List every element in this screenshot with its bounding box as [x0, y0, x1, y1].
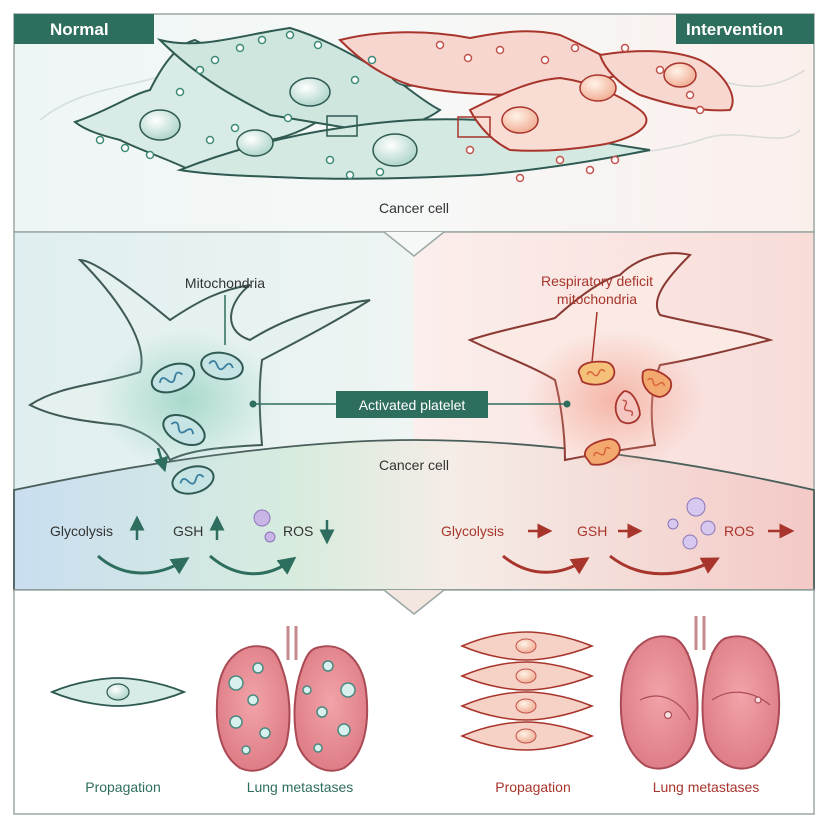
spindle-cell	[460, 721, 595, 751]
nucleus	[289, 77, 331, 107]
deficit-label-line2: mitochondria	[557, 291, 637, 307]
ros-bubble	[667, 518, 679, 530]
middle-panel: Mitochondria Respiratory defic	[13, 231, 815, 591]
nucleus	[372, 133, 418, 167]
nucleus	[663, 62, 697, 88]
intervention-ros-label: ROS	[724, 523, 754, 539]
activated-platelet-tag	[336, 391, 488, 418]
mitochondrion	[200, 351, 244, 381]
nucleus	[139, 109, 181, 141]
metastasis-nodules	[228, 660, 356, 755]
normal-glycolysis-label: Glycolysis	[50, 523, 113, 539]
intervention-tag	[676, 14, 814, 44]
intervention-tag-label: Intervention	[686, 20, 783, 39]
top-panel: Normal Intervention Cancer cell	[13, 13, 815, 233]
normal-mitochondria	[150, 351, 244, 495]
residual-nodules	[663, 696, 762, 720]
ros-bubble	[682, 534, 698, 550]
ros-bubble	[264, 531, 276, 543]
mitochondrion	[162, 413, 206, 447]
left-lung-lobe	[215, 645, 291, 772]
lung-fissure	[639, 695, 691, 721]
deficit-label-line1: Respiratory deficit	[541, 273, 653, 289]
deficient-mitochondrion	[577, 360, 616, 386]
panel-pointer	[383, 231, 445, 257]
pathway-curve-4	[609, 554, 720, 576]
top-caption: Cancer cell	[379, 200, 449, 216]
pathway-curve-1	[97, 554, 190, 575]
spindle-cell	[460, 691, 595, 721]
platelets-normal	[95, 30, 385, 180]
normal-pathway: Glycolysis GSH ROS	[50, 509, 335, 576]
panel-pointer	[383, 589, 445, 615]
deficient-mitochondrion	[641, 368, 673, 398]
normal-propagation-cell	[49, 677, 187, 707]
mitochondria-label: Mitochondria	[185, 275, 265, 291]
normal-ros-label: ROS	[283, 523, 313, 539]
right-lung-lobe	[701, 635, 781, 770]
normal-tag-label: Normal	[50, 20, 109, 39]
intervention-lung	[619, 616, 781, 770]
intervention-propagation-cells	[460, 631, 595, 751]
intervention-gsh-label: GSH	[577, 523, 607, 539]
activated-platelet-label: Activated platelet	[359, 397, 466, 413]
normal-tag	[14, 14, 154, 44]
nucleus	[501, 106, 539, 134]
normal-cell-2	[156, 26, 442, 132]
normal-lung	[215, 626, 369, 772]
pathway-curve-2	[209, 554, 297, 576]
connector-dot-left	[249, 400, 257, 408]
platelets-intervention	[435, 40, 705, 183]
mitochondrion	[171, 465, 215, 495]
inset-box-intervention	[457, 116, 491, 138]
ros-bubble	[253, 509, 271, 527]
intervention-platelet-glow	[525, 330, 705, 470]
ros-bubble	[700, 520, 716, 536]
intervention-glycolysis-label: Glycolysis	[441, 523, 504, 539]
deficient-mitochondrion	[584, 438, 621, 466]
intervention-pathway: Glycolysis GSH ROS	[441, 497, 795, 576]
intervention-propagation-label: Propagation	[495, 779, 571, 795]
nucleus	[236, 129, 274, 157]
deficient-mitochondrion	[614, 390, 641, 425]
lung-fissure	[711, 691, 771, 706]
pathway-curve-3	[502, 554, 590, 575]
normal-propagation-label: Propagation	[85, 779, 161, 795]
connector-dot-right	[563, 400, 571, 408]
spindle-cell	[460, 631, 595, 661]
deficient-mitochondria	[577, 360, 673, 466]
mito-transfer-arrow	[153, 447, 169, 473]
intervention-cancer-cells	[338, 30, 734, 152]
cancer-cell-label: Cancer cell	[379, 457, 449, 473]
normal-gsh-label: GSH	[173, 523, 203, 539]
inset-box-normal	[326, 115, 358, 137]
spindle-cell	[460, 661, 595, 691]
normal-platelet-glow	[95, 330, 275, 470]
normal-lung-label: Lung metastases	[247, 779, 354, 795]
intervention-lung-label: Lung metastases	[653, 779, 760, 795]
deficit-leader	[591, 311, 598, 363]
bottom-panel: Propagation Lung metastases	[13, 589, 815, 815]
mitochondrion	[150, 362, 196, 394]
nucleus	[579, 74, 617, 102]
left-lung-lobe	[619, 635, 699, 770]
ros-bubble	[686, 497, 706, 517]
right-lung-lobe	[293, 645, 369, 772]
